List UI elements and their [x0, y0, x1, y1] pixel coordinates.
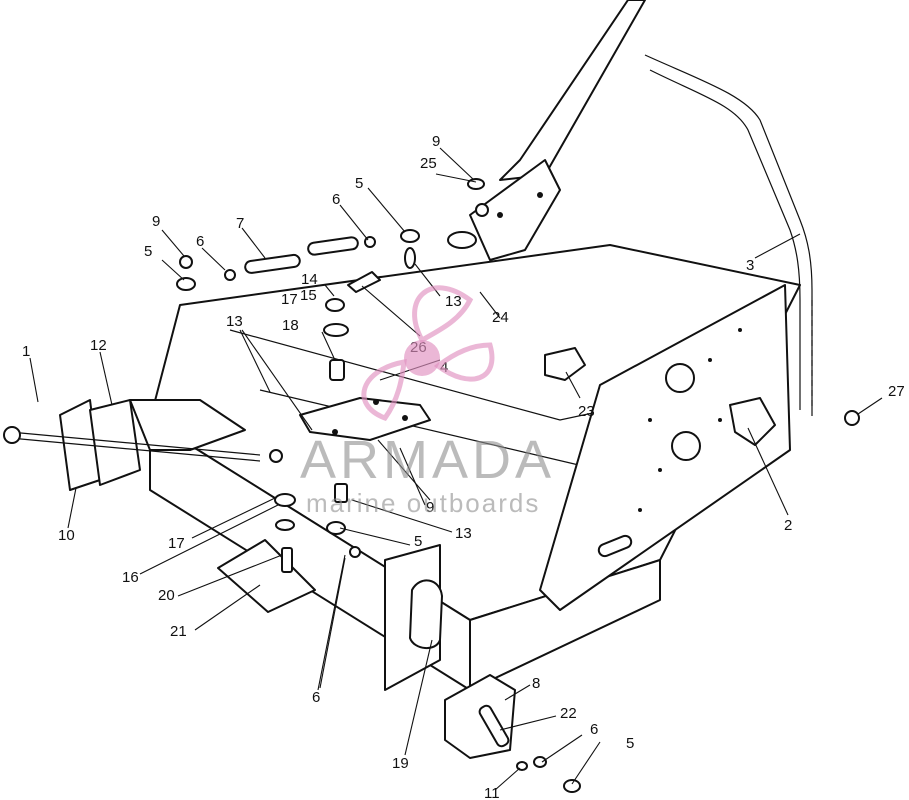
callout-13-c: 13	[455, 525, 472, 542]
left-pedal-assembly	[3, 399, 283, 491]
callout-5-a: 5	[144, 243, 152, 260]
lower-mount	[217, 483, 361, 613]
callout-7: 7	[236, 215, 244, 232]
callout-15: 15	[300, 287, 317, 304]
callout-23: 23	[578, 403, 595, 420]
callout-17-b: 17	[168, 535, 185, 552]
watermark-tagline: marine outboards	[306, 488, 540, 518]
callout-16: 16	[122, 569, 139, 586]
callout-6-b: 6	[332, 191, 340, 208]
callout-2: 2	[784, 517, 792, 534]
callout-27: 27	[888, 383, 905, 400]
roll-bar	[644, 54, 813, 420]
callout-13-b: 13	[445, 293, 462, 310]
callout-17-a: 17	[281, 291, 298, 308]
callout-6-d: 6	[590, 721, 598, 738]
callout-6-c: 6	[312, 689, 320, 706]
callout-12: 12	[90, 337, 107, 354]
callout-14: 14	[301, 271, 318, 288]
callout-9-c: 9	[426, 499, 434, 516]
control-lever	[447, 0, 646, 261]
side-panel	[539, 284, 791, 611]
callout-24: 24	[492, 309, 509, 326]
watermark-brand: ARMADA	[300, 430, 555, 490]
upper-linkage-rod	[176, 229, 420, 291]
callout-3: 3	[746, 257, 754, 274]
callout-11: 11	[484, 785, 500, 800]
callout-1: 1	[22, 343, 30, 360]
callout-5-b: 5	[355, 175, 363, 192]
callout-9-b: 9	[432, 133, 440, 150]
callout-6-a: 6	[196, 233, 204, 250]
front-plate	[384, 544, 581, 793]
callout-numbers: 1 2 3 4 5 5 5 5 6 6 6 6 7 8 9 9 9 10 11 …	[22, 133, 905, 800]
callout-9-a: 9	[152, 213, 160, 230]
callout-5-d: 5	[626, 735, 634, 752]
watermark: ARMADA marine outboards	[300, 285, 555, 518]
callout-21: 21	[170, 623, 187, 640]
callout-25: 25	[420, 155, 437, 172]
callout-5-c: 5	[414, 533, 422, 550]
callout-13-a: 13	[226, 313, 243, 330]
callout-10: 10	[58, 527, 75, 544]
propeller-logo-icon	[361, 285, 495, 422]
center-bracket	[299, 271, 431, 441]
callout-8: 8	[532, 675, 540, 692]
callout-18: 18	[282, 317, 299, 334]
callout-22: 22	[560, 705, 577, 722]
leader-lines	[29, 147, 883, 791]
callout-20: 20	[158, 587, 175, 604]
callout-19: 19	[392, 755, 409, 772]
